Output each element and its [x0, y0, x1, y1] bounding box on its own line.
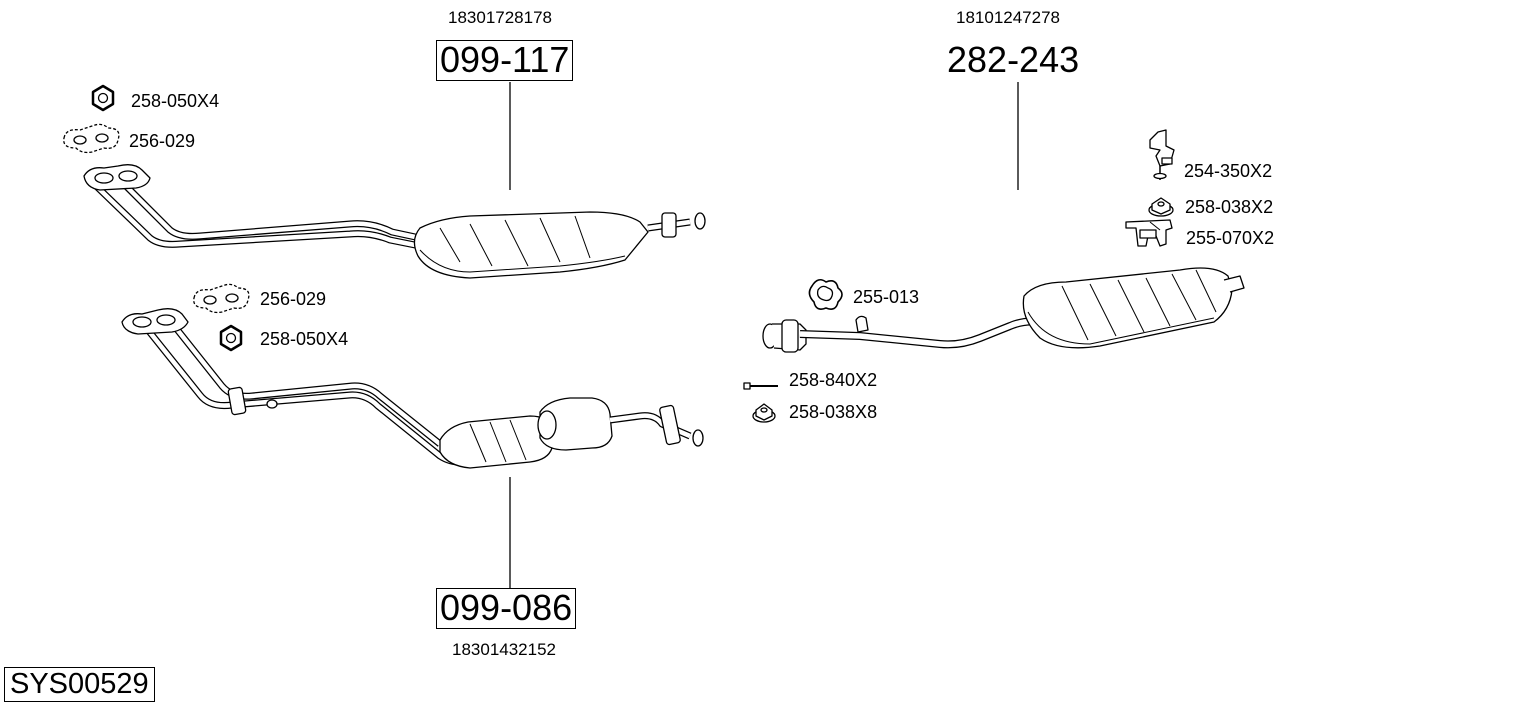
- oe-number-099-117: 18301728178: [448, 8, 553, 27]
- label-gasket-top-left[interactable]: 256-029: [129, 131, 196, 151]
- pre-silencer-icon: [539, 397, 613, 451]
- part-number-282-243[interactable]: 282-243: [947, 39, 1080, 80]
- bolt-icon: [743, 382, 778, 390]
- catalyst-body-icon: [439, 415, 553, 469]
- label-flange-nut[interactable]: 258-038X8: [789, 402, 878, 422]
- rear-silencer-assembly-282-243: [762, 267, 1245, 353]
- part-number-099-117[interactable]: 099-117: [436, 40, 574, 81]
- diagram-id: SYS00529: [4, 667, 155, 702]
- flange-nut-icon: [752, 403, 776, 423]
- label-hanger-bracket[interactable]: 254-350X2: [1184, 161, 1273, 181]
- gasket-icon: [193, 283, 250, 314]
- oe-number-099-086: 18301432152: [452, 640, 557, 659]
- manifold-flange-icon: [83, 164, 151, 191]
- label-hanger-nut[interactable]: 258-038X2: [1185, 197, 1274, 217]
- label-nut-top-left[interactable]: 258-050X4: [131, 91, 220, 111]
- catalyst-assembly-099-086: [121, 308, 704, 469]
- label-seal-ring[interactable]: 255-013: [853, 287, 920, 307]
- hanger-bracket-icon: [1149, 129, 1175, 180]
- gasket-icon: [63, 123, 120, 154]
- seal-ring-icon: [808, 278, 843, 310]
- rubber-mount-icon: [1125, 219, 1173, 247]
- label-gasket-mid[interactable]: 256-029: [260, 289, 327, 309]
- oe-number-282-243: 18101247278: [956, 8, 1061, 27]
- catalyst-assembly-099-117: [83, 164, 706, 279]
- hex-nut-icon: [219, 324, 243, 352]
- hex-nut-icon: [91, 84, 115, 112]
- label-bolt[interactable]: 258-840X2: [789, 370, 878, 390]
- part-number-099-086[interactable]: 099-086: [436, 588, 577, 629]
- manifold-flange-icon: [121, 308, 189, 335]
- label-rubber-mount[interactable]: 255-070X2: [1186, 228, 1275, 248]
- label-nut-mid[interactable]: 258-050X4: [260, 329, 349, 349]
- flange-nut-icon: [1148, 197, 1174, 217]
